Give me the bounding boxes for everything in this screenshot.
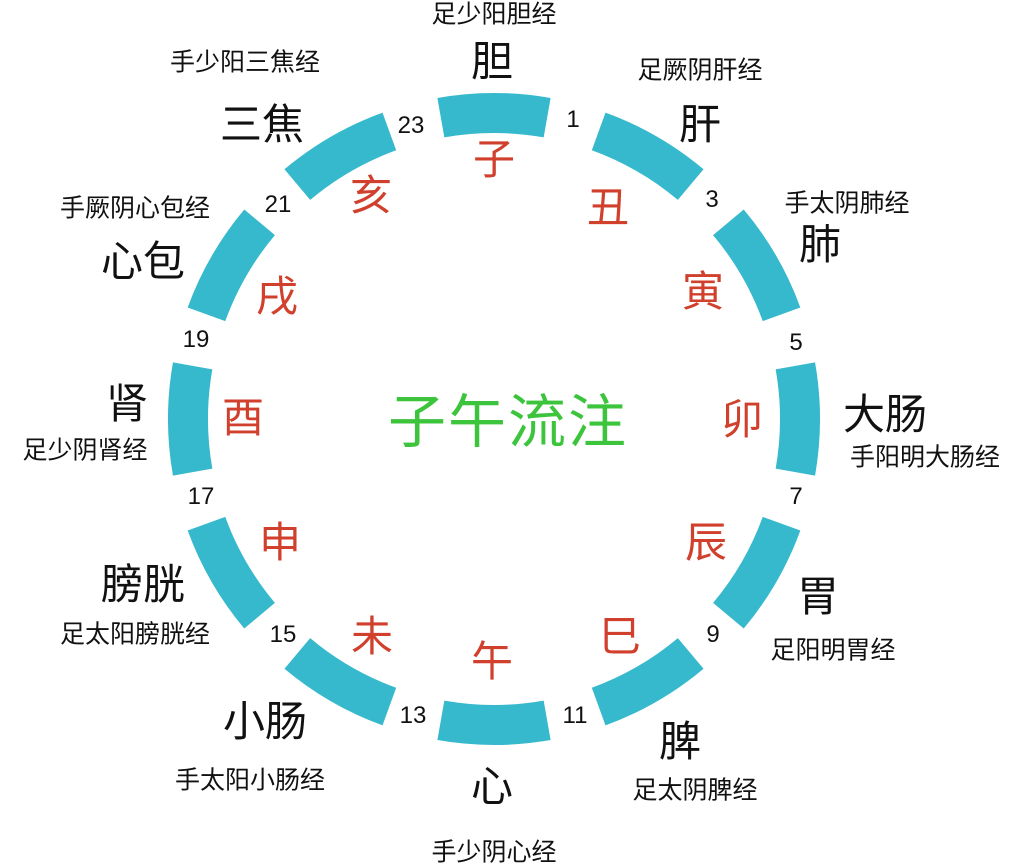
hour-label: 9 xyxy=(706,621,720,648)
meridian-label: 足少阴肾经 xyxy=(22,435,148,465)
hour-label: 15 xyxy=(269,621,297,648)
meridian-label: 足太阴脾经 xyxy=(632,775,758,805)
organ-label: 心 xyxy=(470,762,514,811)
organ-label: 膀胱 xyxy=(100,560,186,609)
ring-segment-6 xyxy=(437,700,551,745)
branch-label: 子 xyxy=(472,135,516,184)
branch-label: 巳 xyxy=(598,612,642,661)
ring-segment-8 xyxy=(187,516,275,629)
ring-segment-5 xyxy=(591,638,704,726)
hour-label: 3 xyxy=(705,186,719,213)
meridian-label: 手少阳三焦经 xyxy=(169,47,321,77)
meridian-label: 手太阳小肠经 xyxy=(174,765,326,795)
hour-label: 23 xyxy=(397,112,425,139)
hour-label: 7 xyxy=(789,483,803,510)
organ-label: 脾 xyxy=(658,717,702,766)
ring-segment-0 xyxy=(437,92,551,138)
organ-label: 心包 xyxy=(100,237,186,286)
ring-segment-1 xyxy=(591,112,704,200)
ring-segment-10 xyxy=(187,209,275,322)
hour-label: 21 xyxy=(264,191,292,218)
branch-label: 寅 xyxy=(681,267,725,316)
meridian-label: 足少阳胆经 xyxy=(431,0,557,29)
branch-label: 戌 xyxy=(255,272,299,321)
branch-label: 卯 xyxy=(720,395,764,444)
hour-label: 5 xyxy=(789,329,803,356)
meridian-label: 手少阴心经 xyxy=(431,837,557,867)
organ-label: 肝 xyxy=(678,100,722,149)
ring-segment-7 xyxy=(284,638,397,726)
branch-label: 酉 xyxy=(221,393,265,442)
meridian-label: 足阳明胃经 xyxy=(770,635,896,665)
diagram-title: 子午流注 xyxy=(387,388,629,456)
organ-label: 肺 xyxy=(798,220,842,269)
ring-segment-4 xyxy=(713,516,801,629)
ring-segment-3 xyxy=(775,362,820,476)
branch-label: 辰 xyxy=(684,518,728,567)
branch-label: 丑 xyxy=(586,183,630,232)
hour-label: 19 xyxy=(182,326,210,353)
branch-label: 亥 xyxy=(349,171,393,220)
hour-label: 13 xyxy=(399,702,427,729)
branch-label: 申 xyxy=(258,518,302,567)
meridian-label: 手太阴肺经 xyxy=(784,188,910,218)
meridian-label: 足太阳膀胱经 xyxy=(59,619,211,649)
ring-segment-11 xyxy=(284,112,397,200)
organ-label: 肾 xyxy=(105,379,149,428)
hour-label: 1 xyxy=(566,106,580,133)
branch-label: 未 xyxy=(350,612,394,661)
organ-label: 三焦 xyxy=(219,100,305,149)
organ-label: 胆 xyxy=(470,37,514,86)
ring-segment-2 xyxy=(713,209,801,322)
branch-label: 午 xyxy=(470,637,514,686)
organ-label: 大肠 xyxy=(842,390,928,439)
meridian-label: 手厥阴心包经 xyxy=(59,193,211,223)
ring-segment-9 xyxy=(168,362,213,476)
hour-label: 17 xyxy=(187,483,215,510)
meridian-label: 足厥阴肝经 xyxy=(637,55,763,85)
hour-label: 11 xyxy=(562,702,588,729)
organ-label: 胃 xyxy=(796,572,840,621)
organ-label: 小肠 xyxy=(222,697,308,746)
meridian-label: 手阳明大肠经 xyxy=(849,442,1001,472)
